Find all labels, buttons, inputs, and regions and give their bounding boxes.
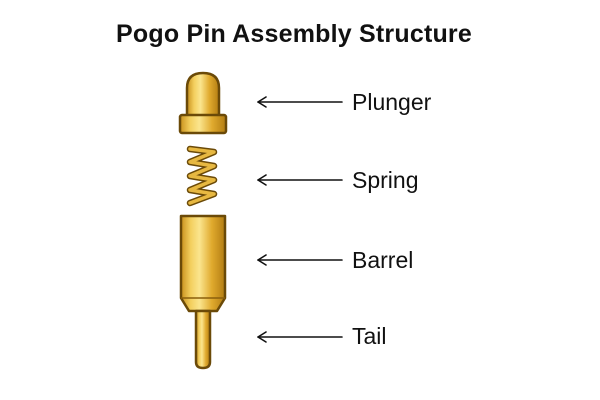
tail-rod [194,309,212,370]
plunger-arrow [257,96,343,108]
spring-label: Spring [352,167,419,193]
plunger-label: Plunger [352,89,432,115]
barrel-arrow [257,254,343,266]
diagram-title: Pogo Pin Assembly Structure [116,20,472,48]
plunger-flange [178,113,228,135]
spring-arrow [257,174,343,186]
barrel-label: Barrel [352,247,414,273]
tail-part [194,309,212,370]
barrel-part [179,214,227,313]
tail-label: Tail [352,323,387,349]
barrel-body [179,214,227,313]
plunger-head [185,71,221,120]
plunger-part [178,71,228,135]
tail-arrow [257,331,343,343]
spring-part [186,145,218,207]
